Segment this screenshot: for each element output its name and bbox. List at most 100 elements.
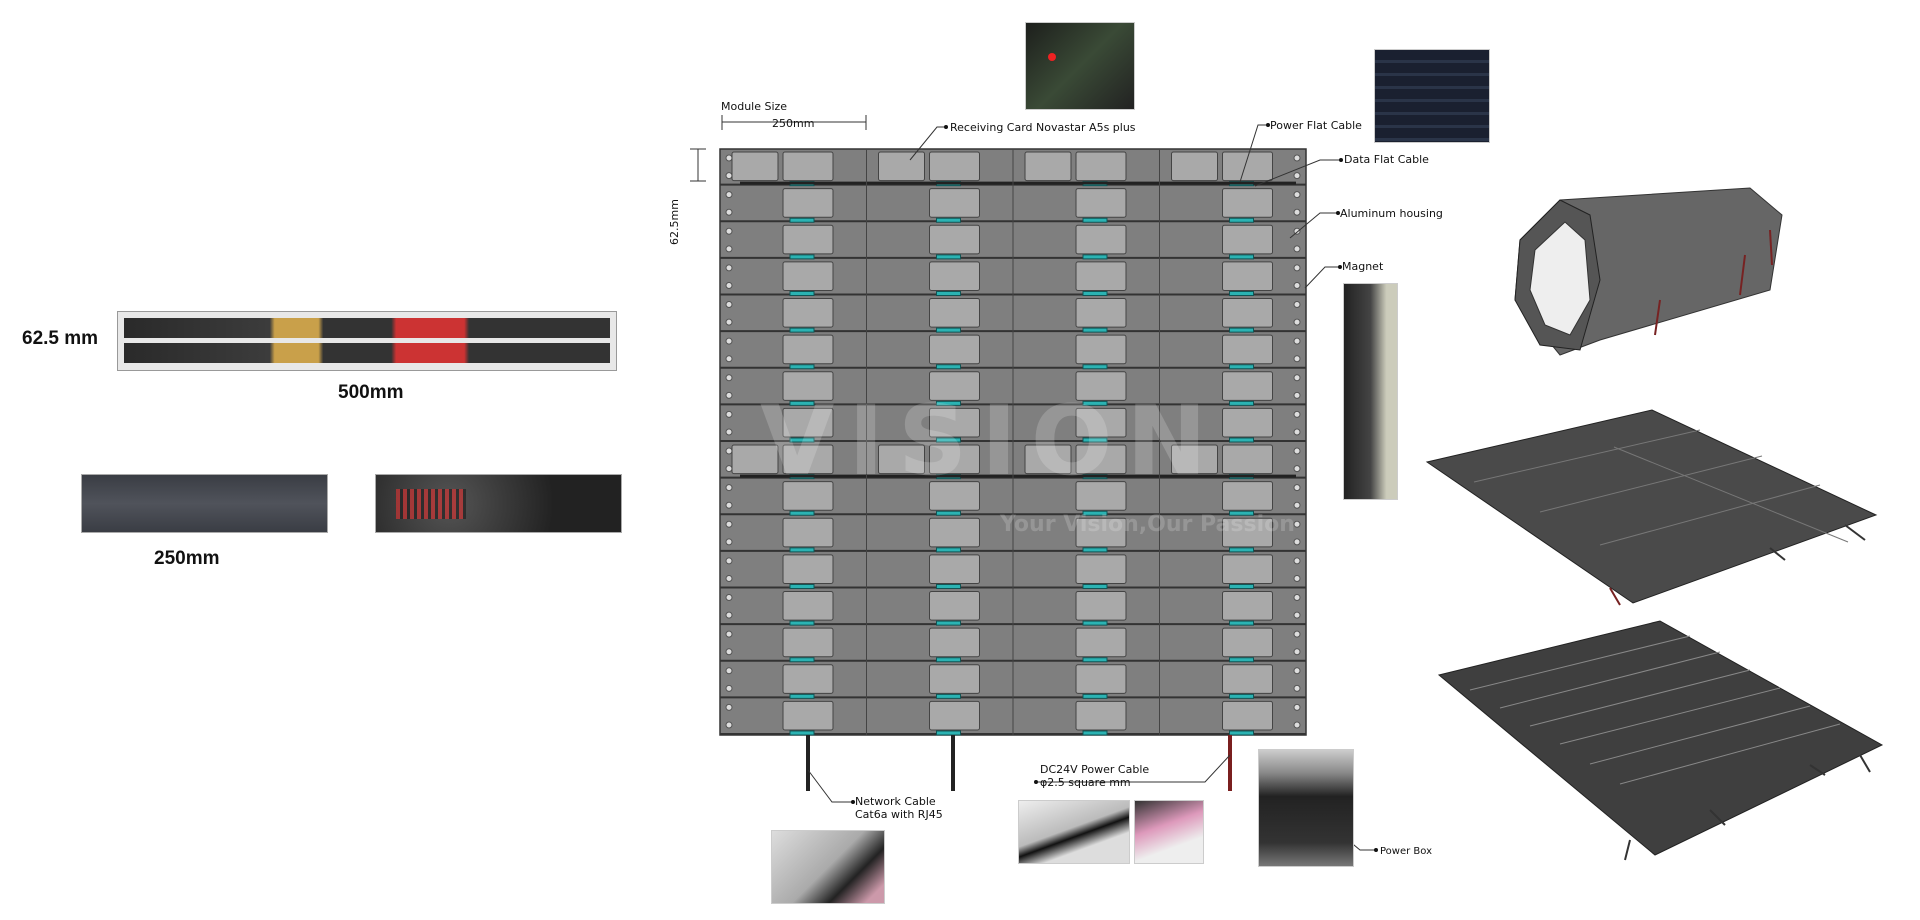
module-cover: [1222, 444, 1273, 475]
receiving-card-box: [878, 151, 925, 182]
screw: [1293, 301, 1301, 308]
screw: [1293, 557, 1301, 565]
screw: [1293, 355, 1301, 363]
callout-leader: [1289, 212, 1338, 239]
flat-cable-connector: [1229, 437, 1254, 443]
module-cover: [1075, 554, 1127, 584]
screw: [725, 557, 733, 565]
screw: [1293, 630, 1301, 638]
flat-cable-connector: [936, 584, 961, 589]
screw: [725, 721, 733, 729]
receiving-card-box: [1024, 151, 1072, 182]
screw: [1293, 721, 1301, 729]
module-cover: [1075, 298, 1127, 328]
screw: [725, 245, 733, 253]
flat-cable-connector: [1082, 510, 1108, 516]
callout-leader: [1304, 266, 1340, 289]
flat-cable-connector: [789, 254, 815, 260]
module-cover: [1222, 407, 1273, 438]
module-cover: [782, 664, 834, 694]
screw: [1293, 208, 1301, 216]
screw: [1293, 245, 1301, 253]
flat-cable-connector: [936, 620, 961, 626]
module-cover: [1222, 151, 1273, 182]
flat-cable-connector: [1229, 327, 1254, 333]
flat-cable-connector: [1082, 693, 1108, 699]
flat-cable-connector: [936, 400, 961, 406]
module-cover: [782, 298, 834, 328]
module-cover: [1222, 554, 1273, 584]
flat-cable-connector: [936, 730, 961, 736]
module-cover: [929, 591, 980, 621]
screw: [1293, 447, 1301, 455]
module-cover: [782, 591, 834, 621]
module-cover: [1222, 224, 1273, 255]
module-cover: [1075, 334, 1127, 365]
flat-cable-connector: [789, 657, 815, 663]
flat-cable-connector: [1082, 217, 1108, 223]
data-flat-cable: [740, 181, 1296, 185]
screw: [1293, 391, 1301, 399]
flat-cable-connector: [1229, 217, 1254, 223]
watermark-logo: VISION: [760, 385, 1221, 497]
module-cover: [1075, 371, 1127, 401]
screw: [1293, 428, 1301, 436]
screw: [725, 374, 733, 382]
module-cover: [1075, 700, 1127, 731]
module-cover: [929, 444, 980, 475]
flat-cable-connector: [1229, 291, 1254, 296]
screw: [1293, 703, 1301, 711]
flat-cable-connector: [936, 217, 961, 223]
module-cover: [1222, 188, 1273, 218]
network-cable-line2: Cat6a with RJ45: [855, 808, 943, 821]
flat-cable-connector: [936, 657, 961, 663]
screw: [725, 154, 733, 162]
flat-cable-connector: [1082, 254, 1108, 260]
screw: [1293, 172, 1301, 180]
module-cover: [1222, 481, 1273, 511]
callout-receiving-card: Receiving Card Novastar A5s plus: [950, 121, 1136, 134]
module-cover: [1222, 334, 1273, 365]
module-cover: [782, 151, 834, 182]
receiving-card-box: [731, 444, 779, 475]
callout-power-box: Power Box: [1380, 846, 1433, 857]
screw: [1293, 611, 1301, 619]
panel-back-photo: [1374, 49, 1490, 143]
module-cover: [929, 627, 980, 658]
module-cover: [1222, 664, 1273, 694]
flat-cable-connector: [1082, 584, 1108, 589]
bottom-cable: [951, 735, 955, 791]
screw: [1293, 575, 1301, 582]
callout-dot: [1374, 848, 1378, 852]
flat-cable-connector: [1082, 291, 1108, 296]
flat-cable-connector: [1229, 657, 1254, 663]
callout-dot: [1338, 265, 1342, 269]
screw: [725, 447, 733, 455]
screw: [725, 703, 733, 711]
module-cover: [1075, 481, 1127, 511]
screw: [725, 594, 733, 601]
callout-dot: [1339, 158, 1343, 162]
screw: [725, 684, 733, 692]
module-cover: [782, 224, 834, 255]
screw: [725, 391, 733, 399]
screw: [1293, 501, 1301, 509]
receiving-card-box: [731, 151, 779, 182]
flat-cable-connector: [789, 620, 815, 626]
screw: [725, 191, 733, 199]
module-cover: [929, 664, 980, 694]
bottom-cable: [1228, 735, 1232, 791]
screw: [725, 337, 733, 345]
flat-cable-connector: [789, 547, 815, 553]
module-cover: [1075, 517, 1127, 548]
led-strip-module-image: [117, 311, 617, 371]
network-cable-photo: [771, 830, 885, 904]
module-cover: [1222, 700, 1273, 731]
flat-cable-connector: [1229, 547, 1254, 553]
flat-cable-connector: [789, 327, 815, 333]
data-flat-cable: [740, 474, 1296, 478]
screw: [1293, 264, 1301, 272]
screw: [725, 484, 733, 492]
screw: [725, 208, 733, 216]
